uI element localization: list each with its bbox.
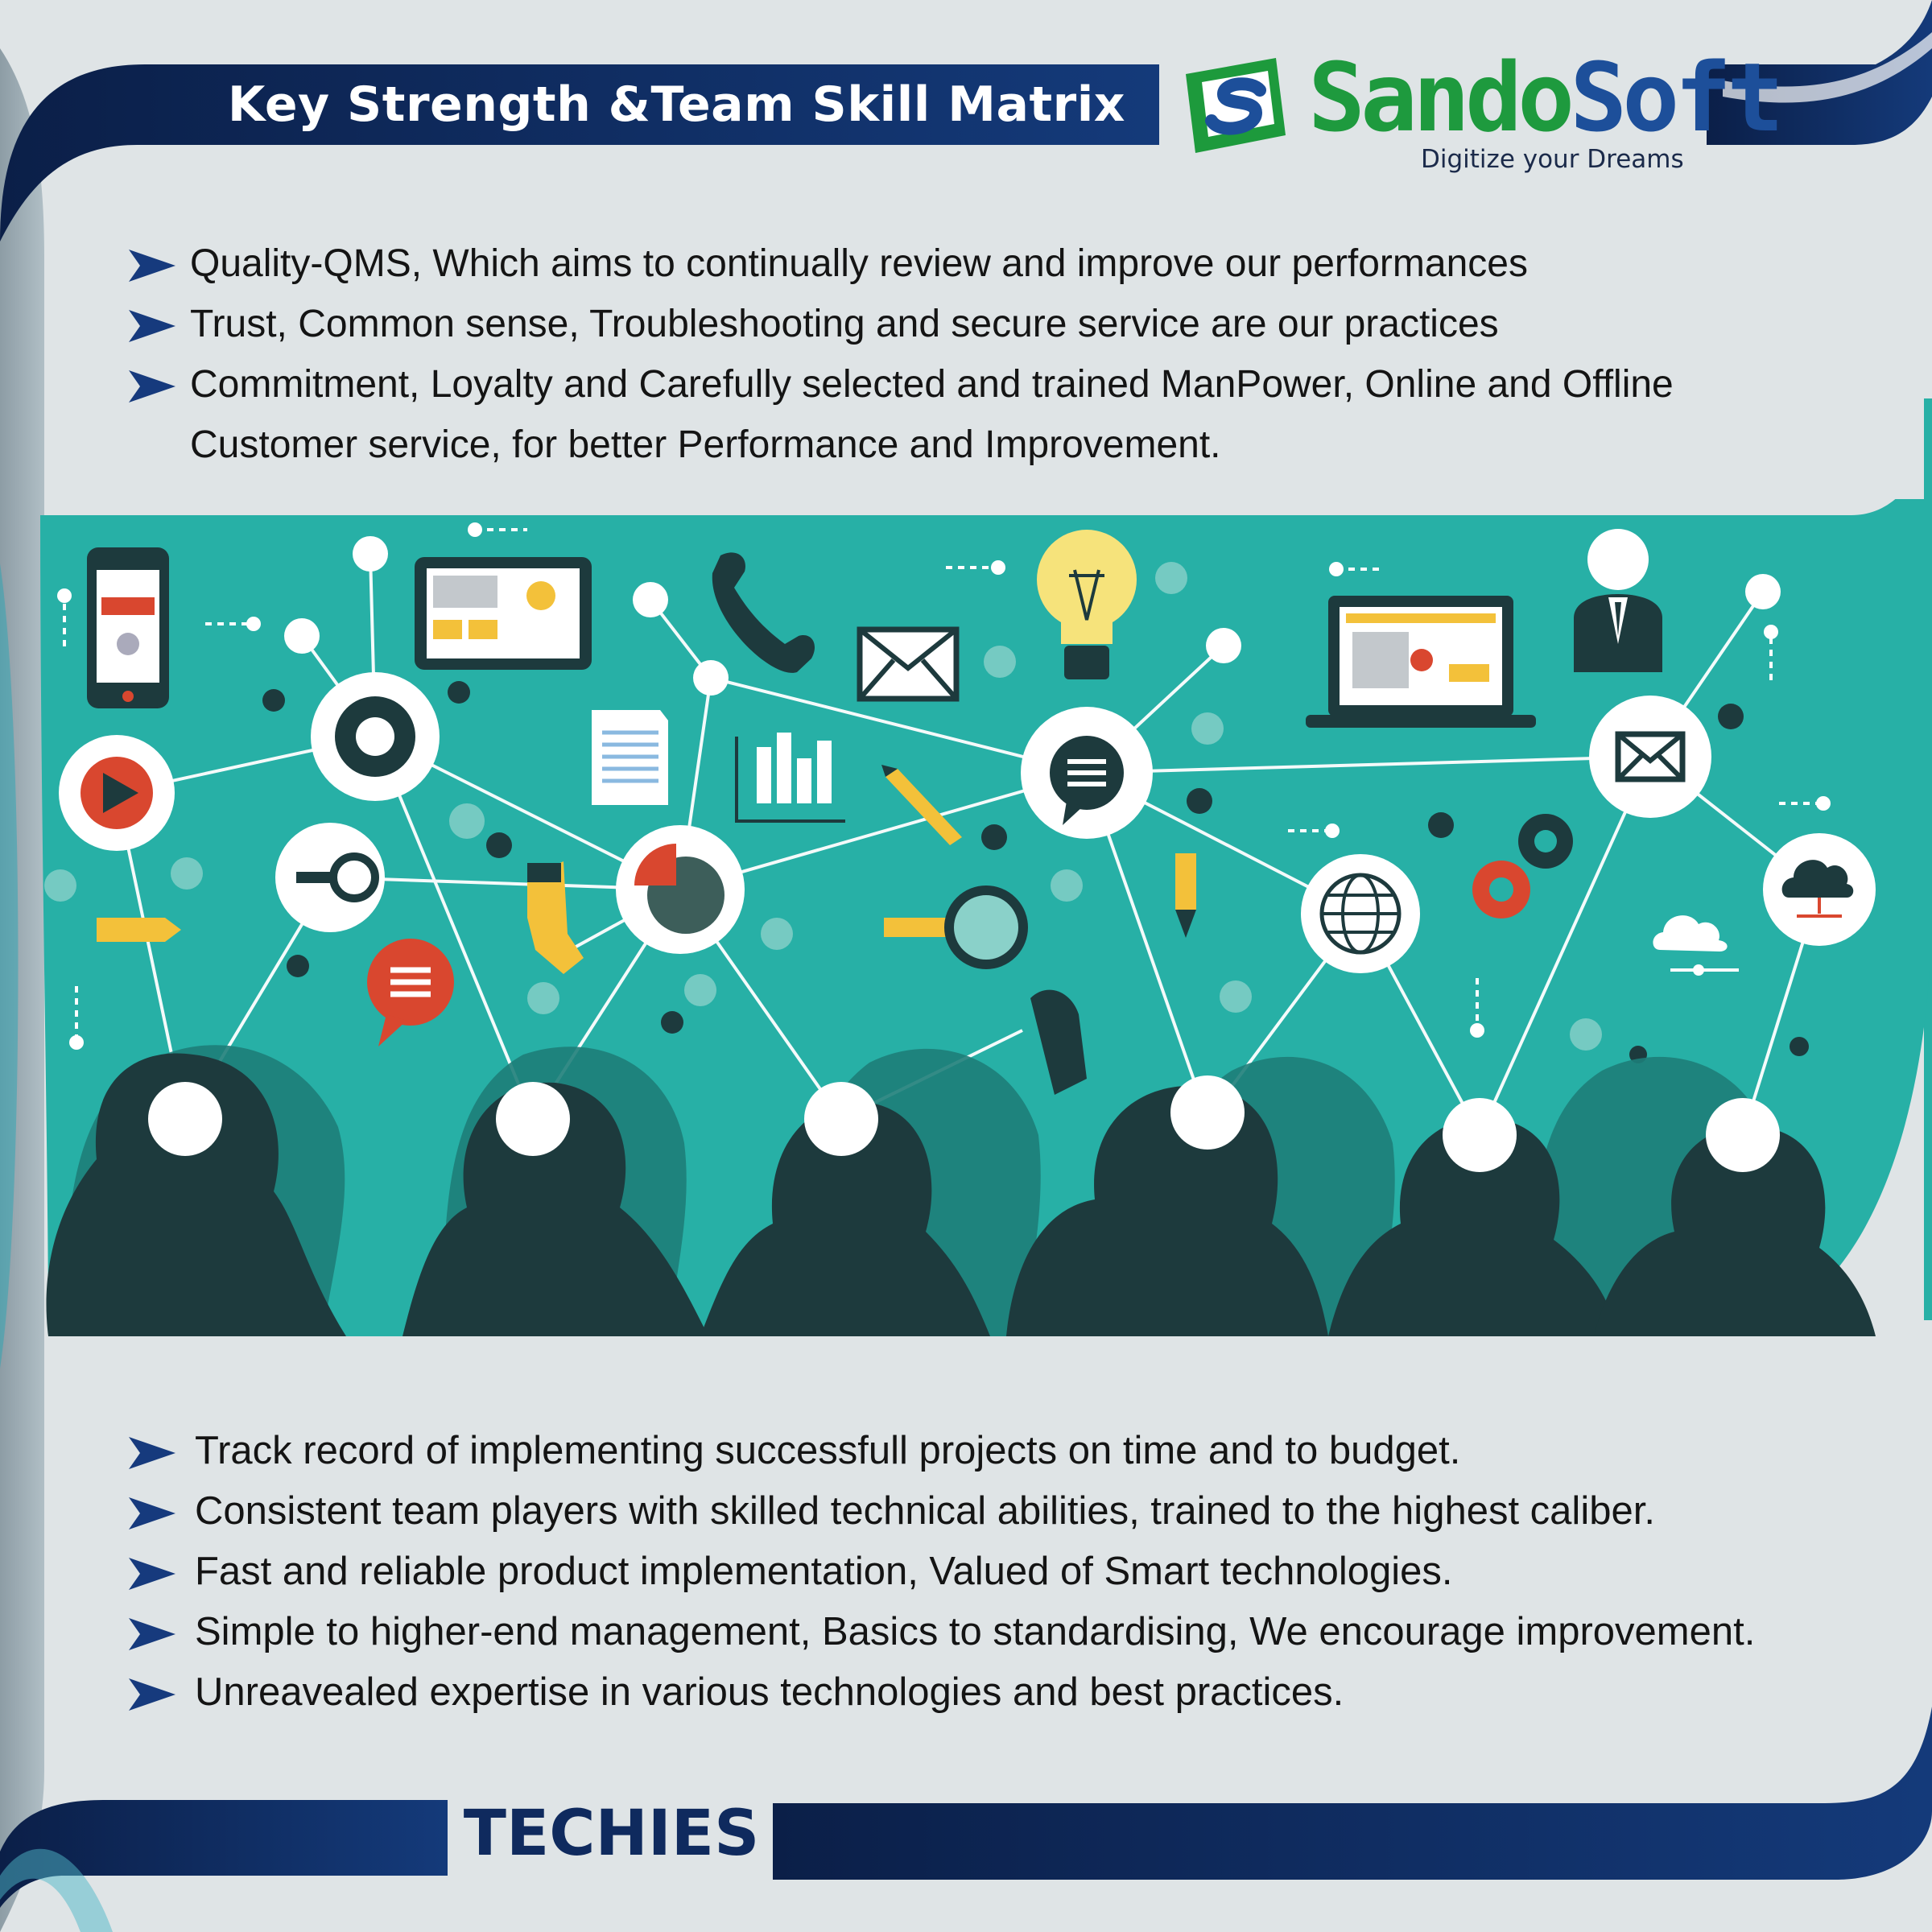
list-item: Unreavealed expertise in various technol…: [129, 1662, 1835, 1723]
team-skill-list: Track record of implementing successfull…: [129, 1421, 1835, 1723]
brand-name-part2: Soft: [1570, 42, 1784, 153]
list-item-text: Simple to higher-end management, Basics …: [195, 1610, 1756, 1653]
list-item: Track record of implementing successfull…: [129, 1421, 1835, 1481]
key-strength-list: Quality-QMS, Which aims to continually r…: [129, 233, 1835, 475]
list-item-text: Track record of implementing successfull…: [195, 1429, 1461, 1472]
list-item-text: Commitment, Loyalty and Carefully select…: [190, 363, 1674, 466]
arrow-bullet-icon: [129, 1437, 195, 1469]
team-network-illustration: [40, 499, 1932, 1336]
brand-name: SandoSoft: [1308, 50, 1784, 145]
arrow-bullet-icon: [129, 1618, 195, 1650]
list-item: Commitment, Loyalty and Carefully select…: [129, 354, 1835, 475]
footer-label: TECHIES: [463, 1798, 760, 1870]
list-item-text: Unreavealed expertise in various technol…: [195, 1670, 1344, 1714]
page-title: Key Strength &Team Skill Matrix: [227, 76, 1125, 133]
header-bar: [0, 64, 1159, 242]
arrow-bullet-icon: [129, 250, 190, 282]
list-item: Simple to higher-end management, Basics …: [129, 1602, 1835, 1662]
list-item-text: Quality-QMS, Which aims to continually r…: [190, 242, 1528, 285]
arrow-bullet-icon: [129, 1497, 195, 1530]
footer-bar-left: [0, 1800, 448, 1908]
arrow-bullet-icon: [129, 370, 190, 402]
list-item-text: Fast and reliable product implementation…: [195, 1550, 1453, 1593]
brand-tagline: Digitize your Dreams: [1421, 145, 1684, 174]
brand-name-part1: Sando: [1308, 42, 1575, 153]
arrow-bullet-icon: [129, 1558, 195, 1590]
brand-logo[interactable]: SandoSoft Digitize your Dreams: [1179, 50, 1784, 184]
sandosoft-s-logo-icon: [1186, 58, 1286, 153]
arrow-bullet-icon: [129, 1678, 195, 1711]
list-item: Trust, Common sense, Troubleshooting and…: [129, 294, 1835, 354]
list-item: Consistent team players with skilled tec…: [129, 1481, 1835, 1542]
header-title-bar: Key Strength &Team Skill Matrix: [0, 64, 1159, 145]
footer-bar-right: [773, 1707, 1932, 1880]
list-item: Fast and reliable product implementation…: [129, 1542, 1835, 1602]
list-item: Quality-QMS, Which aims to continually r…: [129, 233, 1835, 294]
list-item-text: Consistent team players with skilled tec…: [195, 1489, 1655, 1533]
list-item-text: Trust, Common sense, Troubleshooting and…: [190, 303, 1499, 345]
arrow-bullet-icon: [129, 310, 190, 342]
